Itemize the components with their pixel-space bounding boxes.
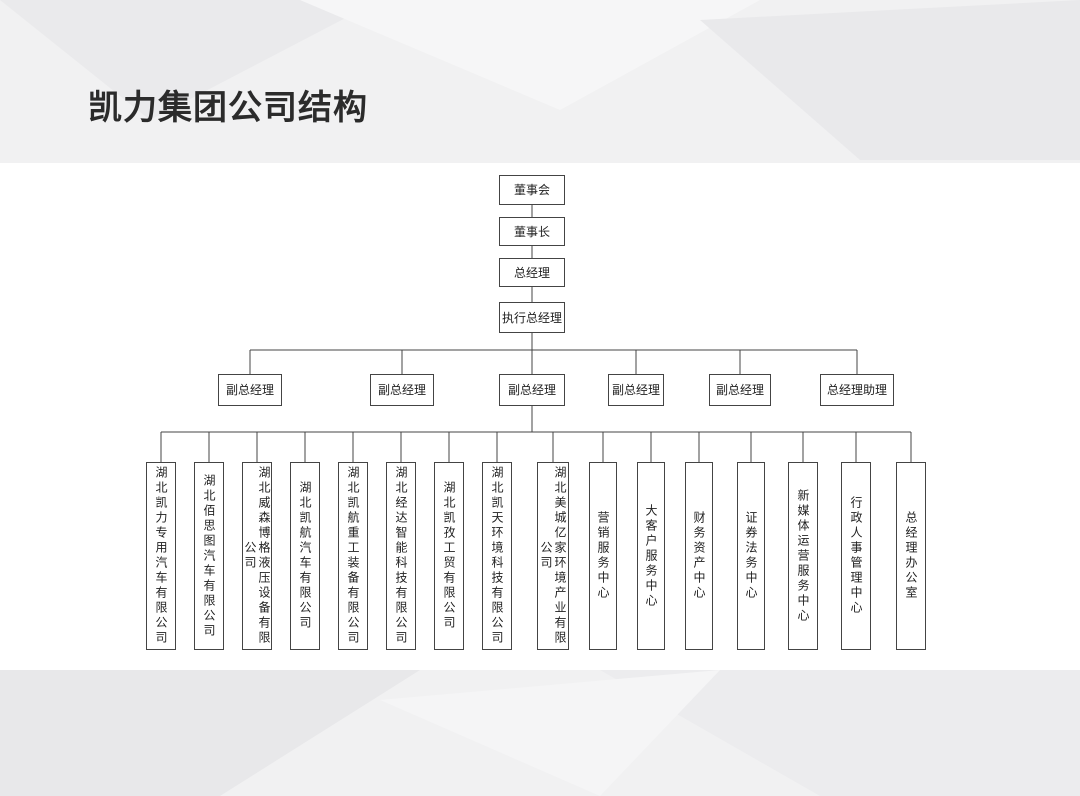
deputy-gm-node: 副总经理 <box>218 374 282 406</box>
page-title: 凯力集团公司结构 <box>88 88 368 128</box>
subsidiary-node: 湖北经达智能科技有限公司 <box>386 462 416 650</box>
subsidiary-node: 湖北凯孜工贸有限公司 <box>434 462 464 650</box>
subsidiary-node: 湖北凯航重工装备有限公司 <box>338 462 368 650</box>
department-node: 新媒体运营服务中心 <box>788 462 818 650</box>
board-node: 董事会 <box>499 175 565 205</box>
deputy-gm-node: 副总经理 <box>499 374 565 406</box>
executive-gm-node: 执行总经理 <box>499 302 565 333</box>
deputy-gm-node: 副总经理 <box>370 374 434 406</box>
deputy-gm-node: 副总经理 <box>608 374 664 406</box>
subsidiary-node: 湖北美城亿家环境产业有限公司 <box>537 462 569 650</box>
subsidiary-node: 湖北佰思图汽车有限公司 <box>194 462 224 650</box>
department-node: 总经理办公室 <box>896 462 926 650</box>
subsidiary-node: 湖北凯航汽车有限公司 <box>290 462 320 650</box>
department-node: 财务资产中心 <box>685 462 713 650</box>
gm-assistant-node: 总经理助理 <box>820 374 894 406</box>
subsidiary-node: 湖北凯力专用汽车有限公司 <box>146 462 176 650</box>
org-chart-panel: 董事会董事长总经理执行总经理副总经理 副总经理 副总经理 副总经理 副总经理 总经理助理湖… <box>0 163 1080 670</box>
general-manager-node: 总经理 <box>499 258 565 287</box>
department-node: 营销服务中心 <box>589 462 617 650</box>
department-node: 行政人事管理中心 <box>841 462 871 650</box>
deputy-gm-node: 副总经理 <box>709 374 771 406</box>
department-node: 证券法务中心 <box>737 462 765 650</box>
department-node: 大客户服务中心 <box>637 462 665 650</box>
chairman-node: 董事长 <box>499 217 565 246</box>
subsidiary-node: 湖北威森博格液压设备有限公司 <box>242 462 272 650</box>
org-chart-connectors <box>160 205 912 462</box>
subsidiary-node: 湖北凯天环境科技有限公司 <box>482 462 512 650</box>
